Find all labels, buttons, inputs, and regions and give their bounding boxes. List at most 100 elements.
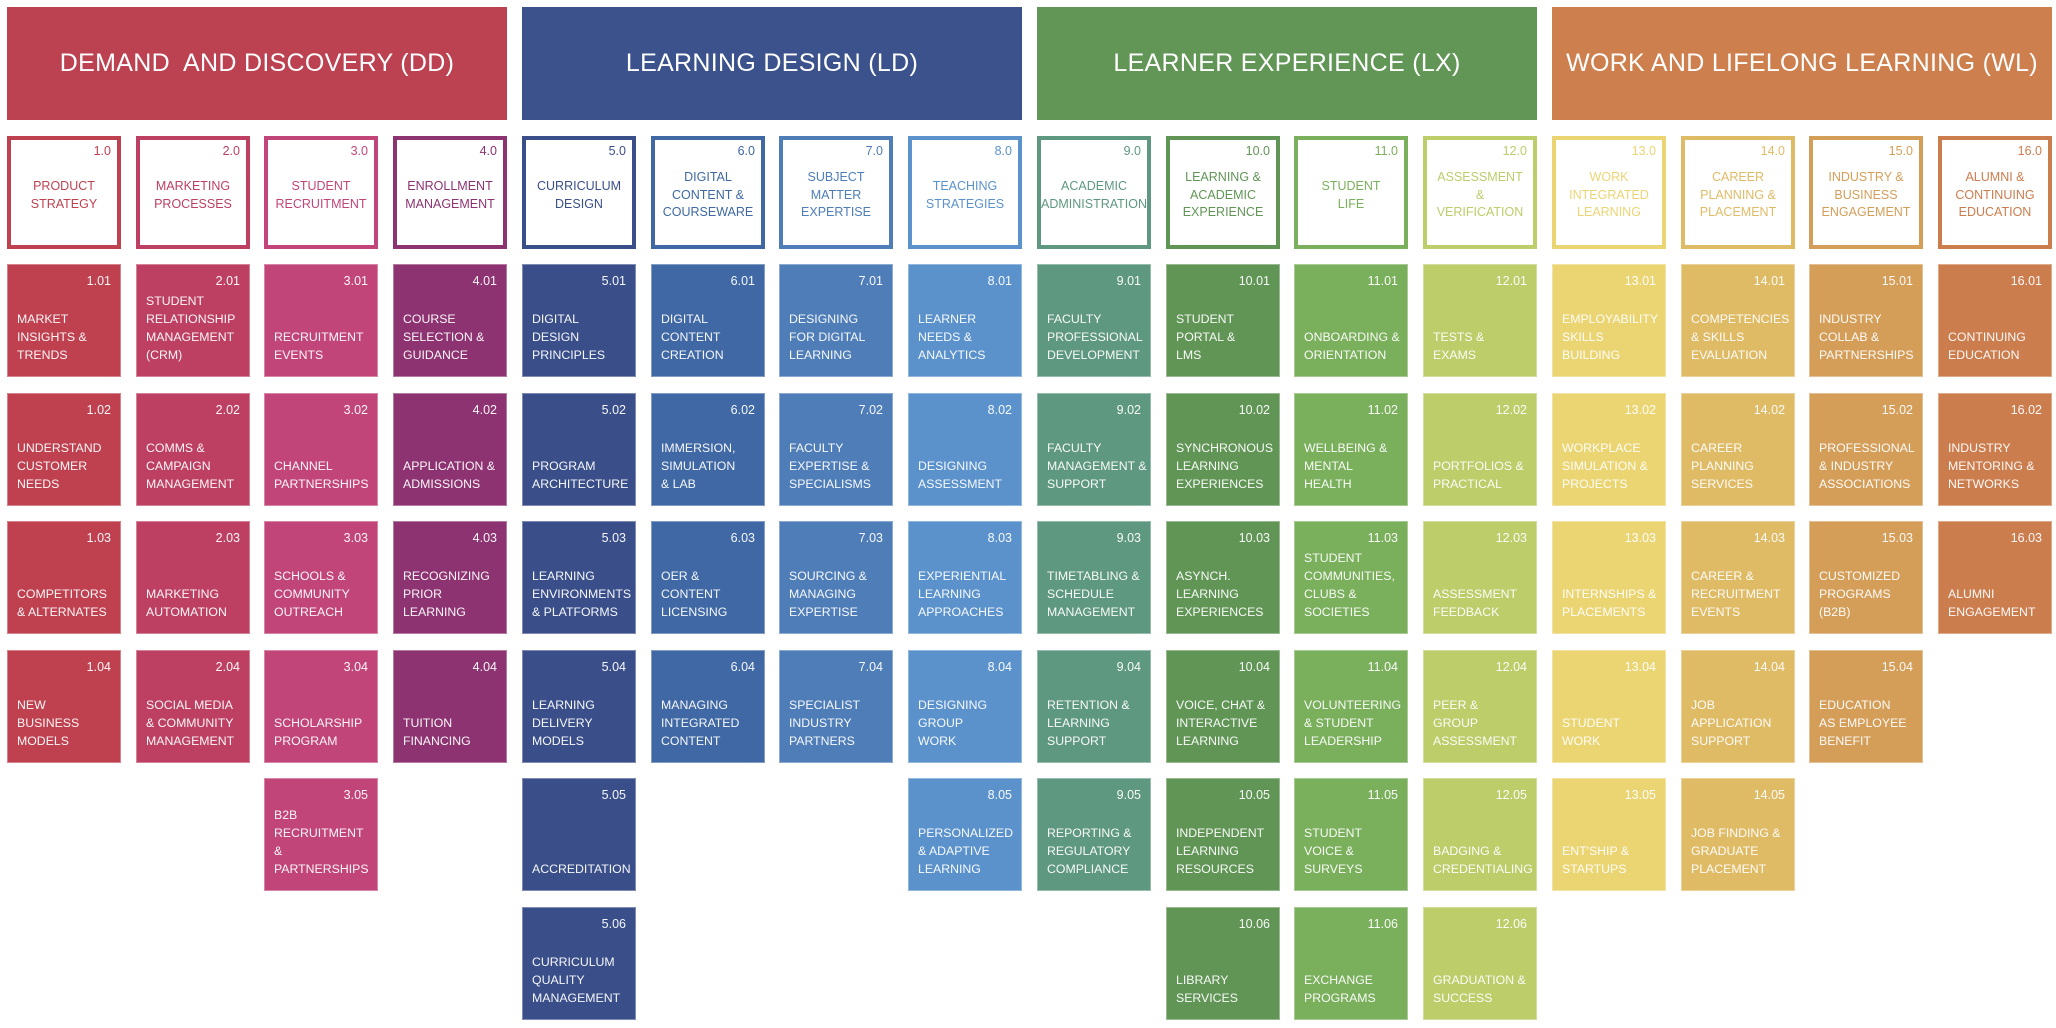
domain-header: LEARNING DESIGN (LD)	[522, 7, 1022, 120]
tile-code: 6.01	[730, 274, 755, 288]
area-label: SUBJECT MATTER EXPERTISE	[801, 170, 871, 220]
tile-code: 15.03	[1881, 531, 1913, 545]
tile-label: TESTS & EXAMS	[1433, 330, 1485, 362]
tile-code: 8.04	[987, 660, 1012, 674]
area-code: 9.0	[1123, 144, 1141, 158]
tile-code: 10.01	[1238, 274, 1270, 288]
